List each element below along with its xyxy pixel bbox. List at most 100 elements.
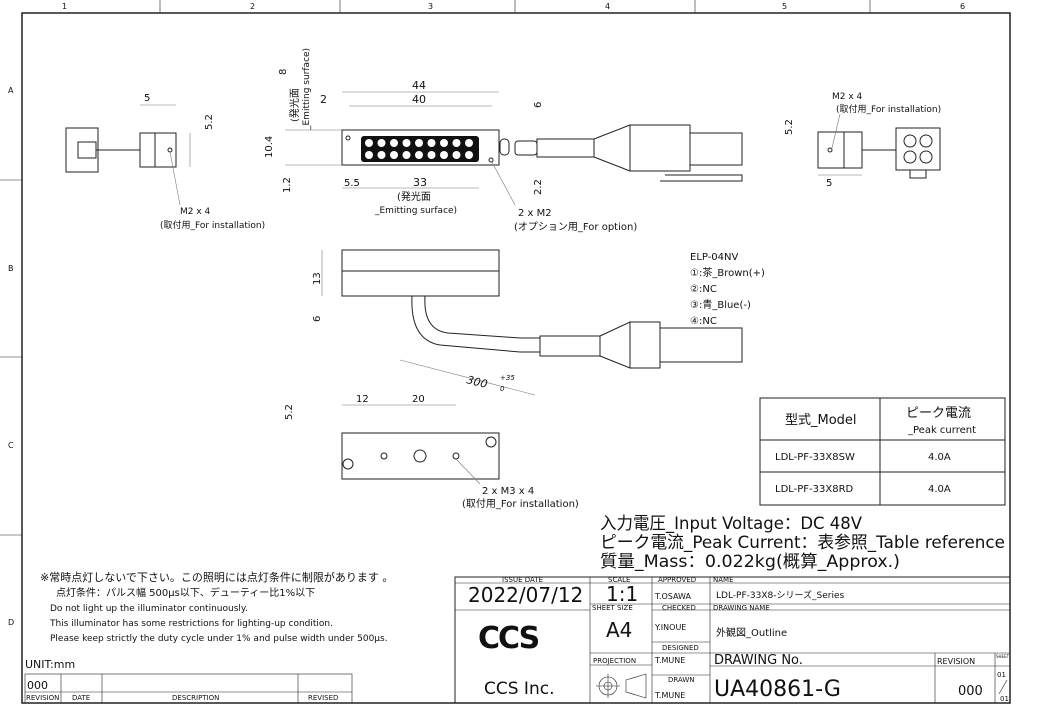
dim-label: 10.4 bbox=[264, 136, 275, 158]
label: APPROVED bbox=[658, 576, 696, 584]
label: NAME bbox=[713, 576, 734, 584]
revision-value: 000 bbox=[27, 679, 48, 692]
led-dot bbox=[440, 139, 448, 147]
dim-label: 5 bbox=[826, 178, 832, 189]
unit-label: UNIT:mm bbox=[25, 658, 75, 671]
led-dot bbox=[440, 151, 448, 159]
hole-callout: M2 x 4 bbox=[832, 92, 863, 102]
row-label: C bbox=[8, 441, 14, 450]
label: REVISION bbox=[937, 657, 975, 666]
table-header: 型式_Model bbox=[785, 413, 857, 428]
drawn-by: T.MUNE bbox=[654, 691, 685, 700]
notes: ※常時点灯しないで下さい。この照明には点灯条件に制限があります 。 点灯条件：パ… bbox=[25, 570, 393, 671]
connector-pinout: ELP-04NV ①:茶_Brown(+) ②:NC ③:青_Blue(-) ④… bbox=[690, 252, 765, 327]
col-label: 2 bbox=[250, 2, 255, 11]
table-header: REVISION bbox=[26, 694, 59, 702]
emit-label: _Emitting surface) bbox=[374, 206, 457, 216]
dim-label: 8 bbox=[278, 69, 289, 75]
spec-line: ピーク電流_Peak Current：表参照_Table reference bbox=[600, 533, 1005, 553]
table-cell: LDL-PF-33X8SW bbox=[775, 452, 855, 463]
grid-rows: A B C D bbox=[0, 86, 22, 627]
row-label: A bbox=[8, 86, 14, 95]
emit-label: (発光面 bbox=[288, 88, 301, 122]
dim-label: 6 bbox=[312, 316, 323, 322]
hole-note: (取付用_For installation) bbox=[462, 497, 579, 510]
company-name: CCS Inc. bbox=[484, 679, 554, 699]
dim-label: 6 bbox=[533, 102, 544, 108]
side-view-right: M2 x 4 (取付用_For installation) 5.2 5 bbox=[784, 92, 941, 189]
dim-label: 20 bbox=[412, 394, 425, 405]
led-dot bbox=[402, 139, 411, 147]
pin-label: ②:NC bbox=[690, 284, 717, 295]
led-dot bbox=[427, 139, 436, 147]
note-line: 点灯条件：パルス幅 500μs以下、デューティー比1%以下 bbox=[56, 586, 315, 599]
led-dot bbox=[390, 139, 398, 147]
option-note: (オプション用_For option) bbox=[514, 221, 637, 233]
dim-label: 2 bbox=[320, 93, 327, 106]
label: PROJECTION bbox=[593, 657, 636, 665]
spec-line: 入力電圧_Input Voltage：DC 48V bbox=[600, 514, 862, 534]
emit-label: _Emitting surface) bbox=[302, 48, 312, 131]
label: SCALE bbox=[608, 576, 630, 584]
dim-label: 5 bbox=[144, 93, 150, 104]
hole-note: (取付用_For installation) bbox=[836, 104, 941, 115]
connector-model: ELP-04NV bbox=[690, 252, 739, 263]
hole-callout: 2 x M3 x 4 bbox=[482, 486, 534, 497]
note-line: Do not light up the illuminator continuo… bbox=[50, 604, 248, 614]
note-line: This illuminator has some restrictions f… bbox=[49, 619, 333, 629]
revision-table: 000 REVISION DATE DESCRIPTION REVISED bbox=[24, 673, 353, 704]
drawing-name: 外観図_Outline bbox=[716, 626, 787, 639]
row-label: B bbox=[8, 264, 14, 273]
table-header: ピーク電流 bbox=[906, 406, 971, 421]
led-dot bbox=[402, 151, 411, 159]
pin-label: ③:青_Blue(-) bbox=[690, 298, 751, 311]
dim-label: 12 bbox=[356, 394, 369, 405]
col-label: 1 bbox=[62, 2, 67, 11]
col-label: 6 bbox=[960, 2, 965, 11]
sheet-total: 01 bbox=[1000, 695, 1009, 703]
label: DESIGNED bbox=[662, 644, 699, 652]
dim-label: 13 bbox=[312, 272, 323, 285]
label: DRAWING No. bbox=[714, 653, 803, 668]
table-cell: 4.0A bbox=[928, 484, 951, 495]
dim-label: 2.2 bbox=[533, 179, 544, 195]
led-dot bbox=[415, 139, 423, 147]
led-dot bbox=[427, 151, 436, 159]
led-array bbox=[365, 139, 473, 159]
led-dot bbox=[377, 139, 386, 147]
led-dot bbox=[452, 151, 461, 159]
led-dot bbox=[365, 151, 373, 159]
bottom-view: 12 20 5.2 2 x M3 x 4 (取付用_For installati… bbox=[284, 394, 579, 510]
label: CHECKED bbox=[662, 604, 696, 612]
table-header: _Peak current bbox=[907, 425, 976, 436]
emit-label: (発光面 bbox=[397, 190, 431, 203]
note-line: ※常時点灯しないで下さい。この照明には点灯条件に制限があります 。 bbox=[40, 570, 393, 584]
label: DRAWN bbox=[668, 676, 695, 684]
table-cell: LDL-PF-33X8RD bbox=[775, 484, 854, 495]
dim-label: 5.2 bbox=[284, 404, 295, 420]
tolerance-plus: +35 bbox=[500, 374, 515, 382]
hole-callout: M2 x 4 bbox=[180, 207, 211, 217]
led-dot bbox=[377, 151, 386, 159]
side-view-left: 5 5.2 M2 x 4 (取付用_For installation) bbox=[65, 93, 265, 231]
sheet-size: A4 bbox=[606, 618, 632, 642]
specs: 入力電圧_Input Voltage：DC 48V ピーク電流_Peak Cur… bbox=[600, 514, 1005, 572]
dim-label: 5.5 bbox=[344, 178, 360, 189]
led-dot bbox=[452, 139, 461, 147]
grid-columns: 1 2 3 4 5 6 bbox=[62, 0, 965, 13]
tolerance-minus: 0 bbox=[500, 385, 505, 393]
product-name: LDL-PF-33X8-シリーズ_Series bbox=[716, 589, 845, 601]
scale: 1:1 bbox=[606, 582, 638, 606]
title-block: ISSUE DATE 2022/07/12 SCALE 1:1 SHEET SI… bbox=[454, 576, 1011, 704]
dim-label: 40 bbox=[412, 93, 426, 106]
drawing-number: UA40861-G bbox=[714, 677, 841, 702]
table-header: REVISED bbox=[308, 694, 338, 702]
front-view: 44 40 2 10.4 1.2 8 (発光面 _Emitting surfac… bbox=[264, 48, 743, 233]
note-line: Please keep strictly the duty cycle unde… bbox=[50, 634, 388, 644]
table-header: DATE bbox=[72, 694, 90, 702]
label: DRAWING NAME bbox=[713, 604, 770, 612]
col-label: 3 bbox=[428, 2, 433, 11]
col-label: 5 bbox=[782, 2, 787, 11]
dim-label: 1.2 bbox=[282, 177, 293, 193]
designed-by: T.MUNE bbox=[654, 656, 685, 665]
